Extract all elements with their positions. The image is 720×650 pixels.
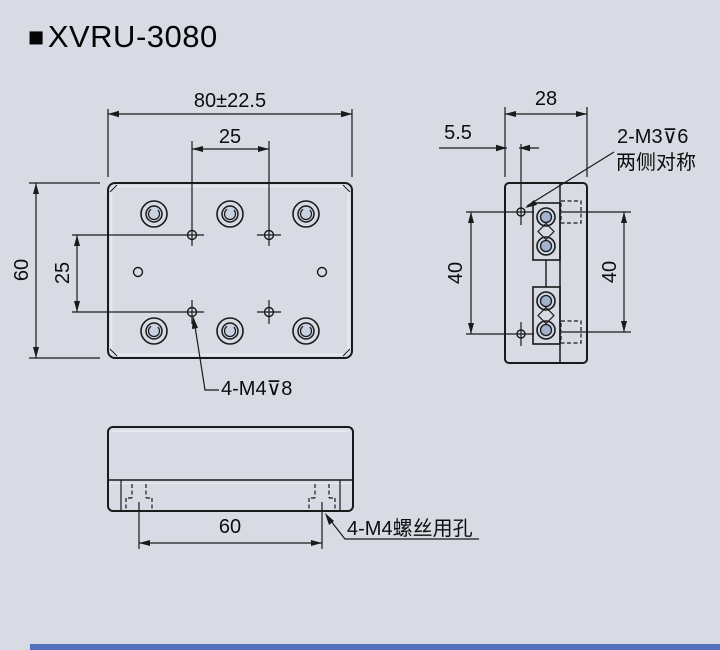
notch-diamond — [537, 306, 555, 325]
clamp-blocks — [532, 202, 561, 345]
tapped-hole — [186, 229, 198, 241]
pin-hole — [132, 266, 144, 278]
counterbore-hole — [216, 317, 244, 345]
tapped-holes-m4 — [186, 229, 275, 318]
counterbore-hole — [140, 317, 168, 345]
side-body — [504, 182, 588, 364]
counterbore-hole — [292, 317, 320, 345]
annotation-4-m4: 4-M4⊽8 — [221, 378, 293, 400]
pin-hole — [316, 266, 328, 278]
page-title: ■ XVRU-3080 — [28, 19, 218, 55]
bottom-accent-bar — [30, 644, 720, 650]
dim-front-hole-spacing-x: 25 — [218, 126, 242, 148]
dim-side-edge-offset: 5.5 — [444, 122, 472, 144]
counterbore-hole — [292, 200, 320, 228]
counterbore-hole — [140, 200, 168, 228]
hidden-m3-hole — [560, 320, 582, 344]
annotation-2-m3-line2: 两侧对称 — [616, 152, 696, 174]
title-bullet-square: ■ — [28, 21, 45, 52]
bottom-dimension-lines — [138, 502, 479, 549]
annotation-4-m4-screw-holes: 4-M4螺丝用孔 — [347, 518, 473, 540]
side-view — [439, 107, 631, 364]
hidden-screw-hole — [308, 484, 336, 510]
dim-side-hole-spacing-right: 40 — [599, 260, 621, 284]
dim-side-hole-spacing-left: 40 — [445, 261, 467, 285]
bottom-view — [107, 426, 479, 549]
hidden-screw-hole — [125, 484, 153, 510]
front-dimension-lines — [29, 109, 353, 391]
product-model: XVRU-3080 — [47, 19, 218, 54]
annotation-2-m3-line1: 2-M3⊽6 — [617, 126, 689, 148]
dim-front-width: 80±22.5 — [193, 90, 267, 112]
notch-diamond — [537, 222, 555, 241]
tapped-hole — [186, 306, 198, 318]
dim-front-hole-spacing-y: 25 — [52, 261, 74, 285]
tapped-hole — [263, 229, 275, 241]
dim-front-height: 60 — [11, 258, 33, 282]
dim-side-depth: 28 — [534, 88, 558, 110]
bottom-body — [107, 426, 354, 512]
side-pin-holes — [132, 266, 328, 278]
counterbore-holes — [140, 200, 320, 345]
tapped-hole — [263, 306, 275, 318]
leader-4-m4 — [193, 319, 219, 391]
hidden-m3-hole — [560, 200, 582, 224]
side-tapped-holes — [516, 207, 526, 339]
counterbore-hole — [216, 200, 244, 228]
dim-bottom-hole-spacing: 60 — [218, 516, 242, 538]
side-dimension-lines — [439, 107, 631, 346]
front-view — [29, 109, 353, 391]
front-plate — [107, 182, 353, 359]
